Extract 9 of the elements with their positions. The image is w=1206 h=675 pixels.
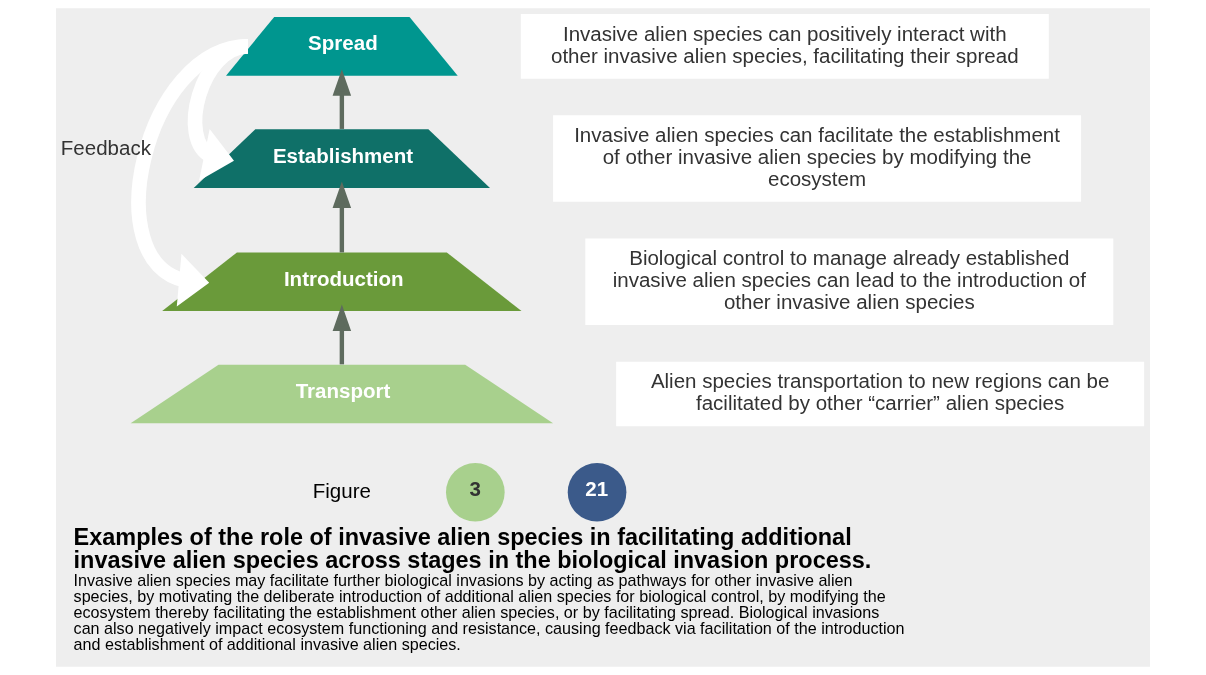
node-circle: 21 [567,462,627,522]
arrow [332,69,352,129]
arrow [332,181,352,253]
arrow [332,304,352,365]
diagram-title: Examples of the role of invasive alien species in facilitating additional invasive alien species across stages in the biological invasion process. [73,523,872,574]
node-circle: 3 [446,462,505,522]
arrow [131,39,250,307]
label: Figure [312,478,371,502]
edge-label: Feedback [60,136,151,160]
